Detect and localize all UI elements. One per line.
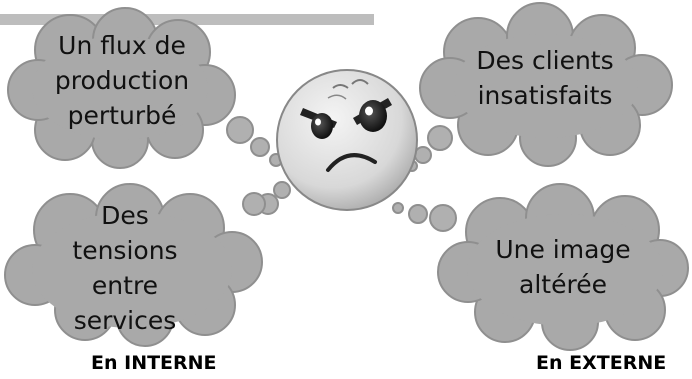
cloud-top-left xyxy=(7,7,236,169)
cloud-text-bottom-right: Une image altérée xyxy=(495,235,631,299)
thought-bubbles-top-left xyxy=(226,116,283,167)
cloud-bottom-left xyxy=(4,183,263,347)
top-bar xyxy=(0,14,374,25)
angry-face-icon xyxy=(276,69,418,211)
thought-bubbles-bottom-left xyxy=(242,181,291,216)
thought-bubbles-top-right xyxy=(406,125,453,172)
cloud-bottom-right xyxy=(437,183,689,351)
cloud-text-top-left: Un flux de production perturbé xyxy=(54,31,190,130)
cloud-top-right xyxy=(419,2,673,167)
label-external: En EXTERNE xyxy=(536,352,667,374)
cloud-text-top-right: Des clients insatisfaits xyxy=(476,46,614,110)
thought-bubbles-bottom-right xyxy=(392,202,457,232)
cloud-text-bottom-left: Des tensions entre services xyxy=(72,201,178,335)
label-internal: En INTERNE xyxy=(91,352,217,374)
